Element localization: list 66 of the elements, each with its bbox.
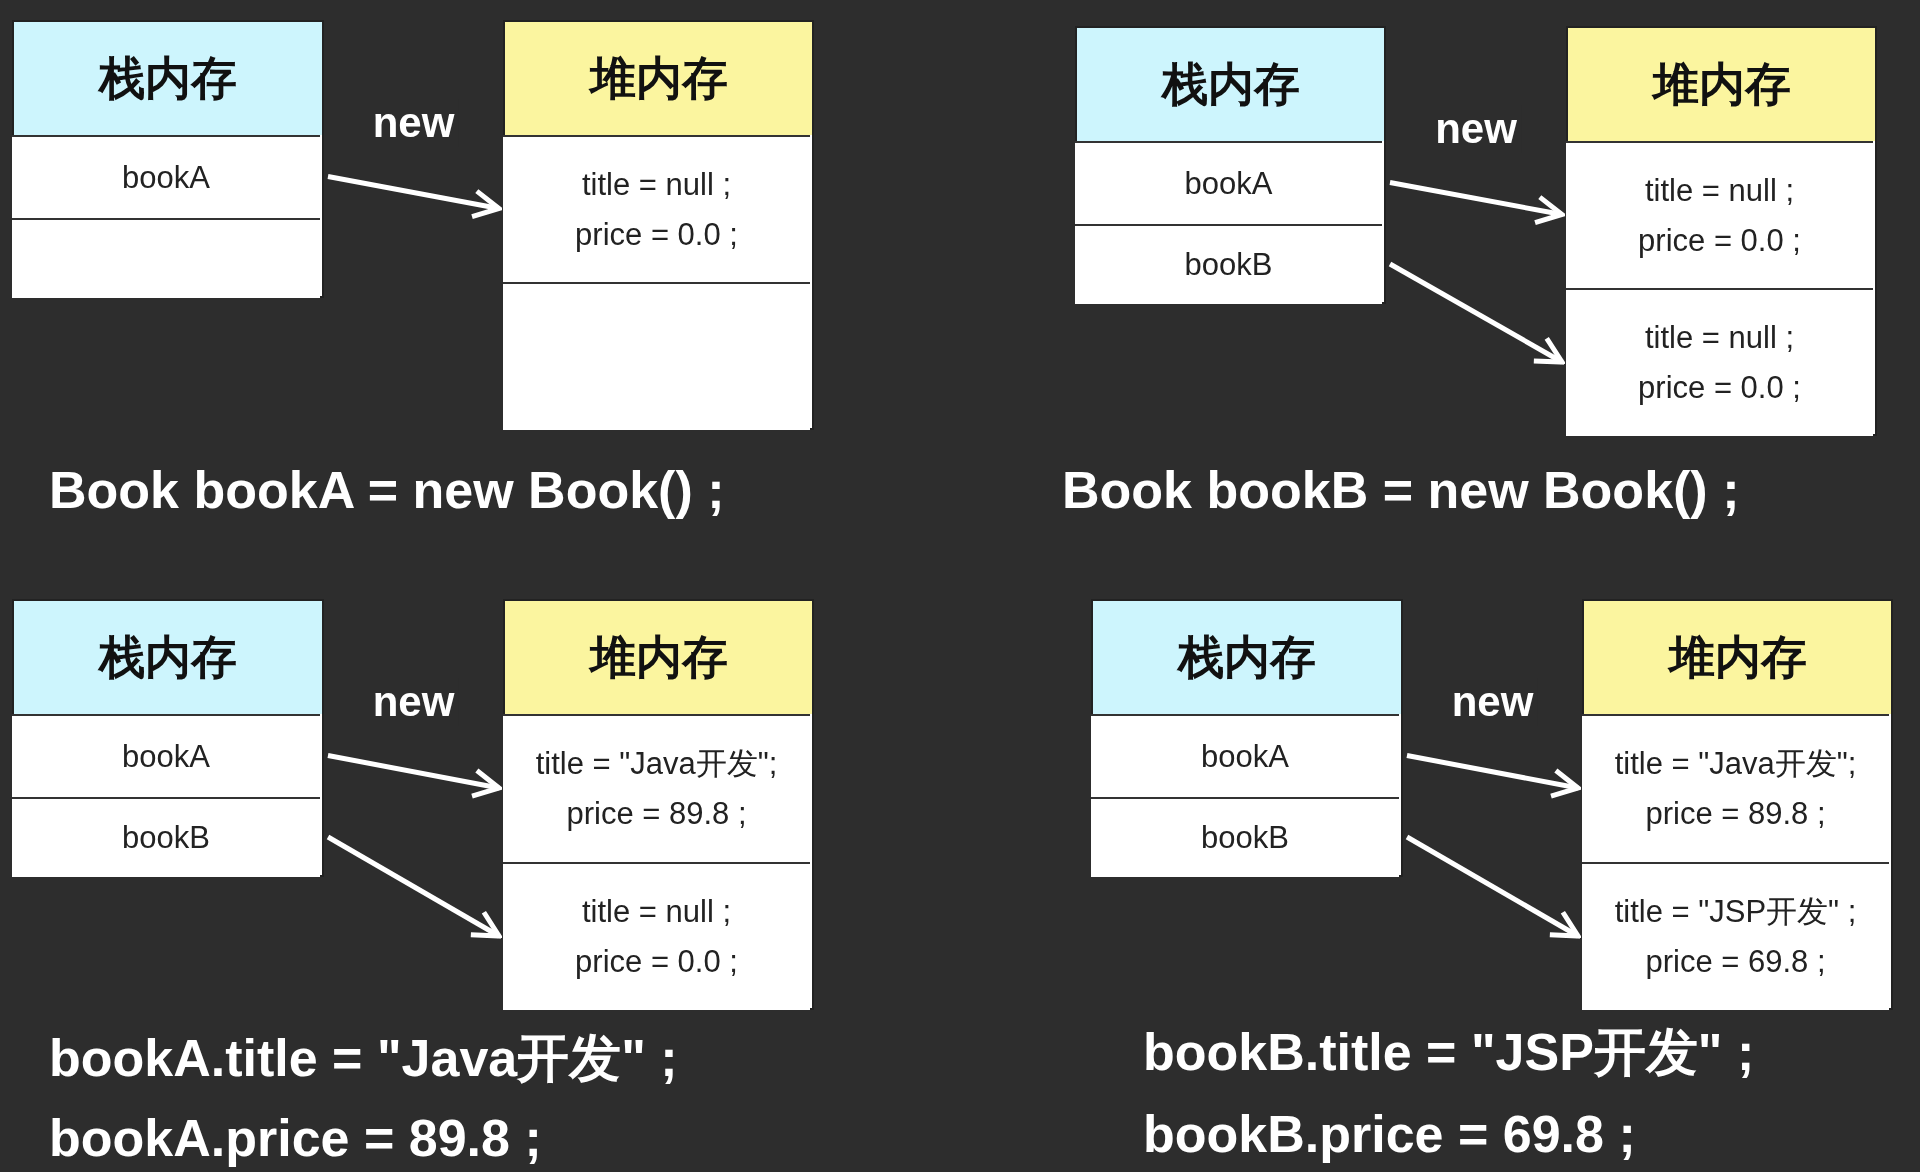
heap-table [503,20,814,430]
code-line: price = 0.0 ; [1638,369,1801,407]
column-heading: 栈内存 [99,49,237,107]
stack-table [12,20,324,298]
arrow [1406,753,1581,799]
code-line: price = 89.8 ; [566,795,747,833]
code-line: bookA [122,737,210,776]
column-heading: 栈内存 [99,628,237,686]
stack-table [12,599,324,877]
code-line: bookA [1201,737,1289,776]
code-line: price = 0.0 ; [575,215,738,254]
memory-cell [1075,141,1382,224]
memory-cell [1091,797,1399,877]
arrow [327,174,502,220]
memory-cell [1566,141,1873,288]
code-line: bookB [1184,246,1273,285]
code-line: price = 0.0 ; [1638,221,1801,260]
memory-cell [503,862,810,1010]
empty-cell [503,282,810,430]
column-heading: 栈内存 [1161,55,1300,113]
code-line: title = null ; [1644,171,1795,210]
column-heading: 栈内存 [1178,628,1316,686]
code-line: bookB [1201,819,1289,858]
code-line: title = "JSP开发" ; [1614,893,1857,932]
column-heading: 堆内存 [1652,55,1791,113]
code-statement: bookB.price = 69.8 ; [1143,1106,1636,1164]
code-line: bookA [122,158,210,197]
column-heading: 堆内存 [1668,628,1807,686]
heap-table [1582,599,1893,1010]
code-line: title = null ; [581,893,732,932]
code-line: price = 0.0 ; [575,943,738,981]
arrow [327,753,502,799]
memory-cell [503,714,810,862]
arrow [1388,261,1565,365]
empty-cell [12,218,320,298]
arrow [326,834,502,939]
arrow [1389,180,1565,226]
heap-table [1566,26,1877,436]
column-heading: 堆内存 [589,628,728,686]
memory-cell [12,797,320,877]
memory-cell [12,135,320,218]
stack-table [1075,26,1386,304]
code-statement: bookB.title = "JSP开发" ; [1143,1024,1755,1082]
arrow [1405,834,1581,939]
code-line: title = "Java开发"; [1614,745,1857,784]
code-statement: Book bookB = new Book() ; [1062,462,1740,520]
memory-cell [12,714,320,797]
memory-cell [1582,862,1889,1010]
stack-table [1091,599,1403,877]
code-line: bookA [1184,164,1273,203]
code-line: title = null ; [1644,319,1795,358]
code-line: bookB [122,819,210,858]
code-line: price = 89.8 ; [1645,795,1826,833]
code-statement: bookA.price = 89.8 ; [49,1110,542,1168]
memory-cell [503,135,810,282]
code-statement: bookA.title = "Java开发" ; [49,1030,678,1088]
memory-cell [1091,714,1399,797]
code-statement: Book bookA = new Book() ; [49,462,725,520]
memory-cell [1566,288,1873,436]
code-line: title = "Java开发"; [535,745,778,784]
heap-table [503,599,814,1010]
column-heading: 堆内存 [589,49,728,107]
code-line: title = null ; [581,165,732,204]
code-line: price = 69.8 ; [1645,943,1826,981]
memory-cell [1582,714,1889,862]
memory-cell [1075,224,1382,304]
